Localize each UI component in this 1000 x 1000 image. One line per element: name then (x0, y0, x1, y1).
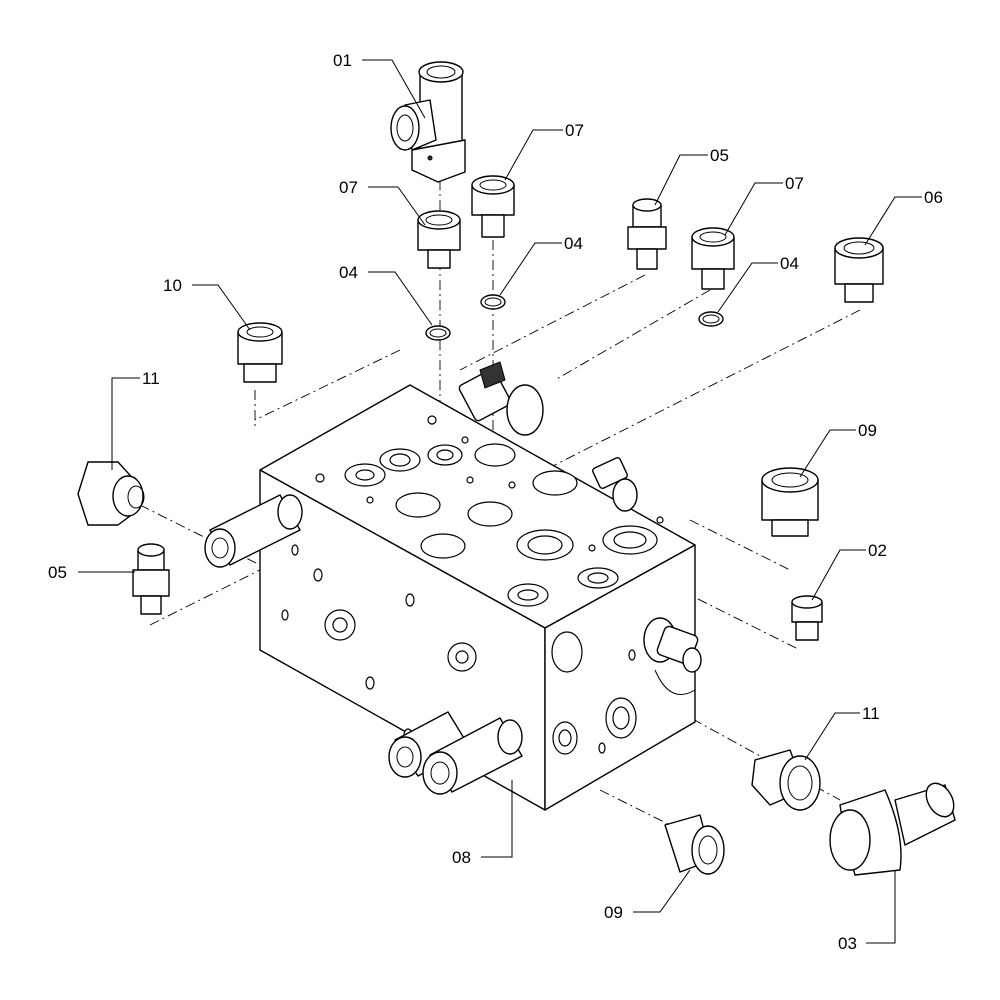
part-04-oring-a (425, 325, 451, 341)
callout-11-left: 11 (142, 369, 160, 388)
callout-05-top: 05 (710, 146, 729, 165)
callout-07-left: 07 (339, 178, 358, 197)
part-05-fitting-left (132, 543, 170, 615)
callout-09-right: 09 (858, 421, 877, 440)
solenoid-connector (592, 456, 638, 512)
part-06-fitting (834, 237, 884, 303)
manifold-block (259, 384, 696, 811)
callout-labels: 01 07 07 05 07 06 04 04 04 10 11 09 05 0… (48, 51, 943, 953)
part-07-fitting-a (417, 210, 461, 269)
part-04-oring-b (480, 294, 506, 310)
part-07-fitting-c (691, 227, 735, 290)
leader-lines (78, 59, 922, 944)
cartridge-left (204, 494, 303, 568)
callout-07-right: 07 (785, 174, 804, 193)
part-09-fitting-right (761, 467, 819, 537)
part-11-fitting-right (751, 749, 821, 811)
part-10-fitting (237, 322, 283, 383)
part-04-oring-c (698, 311, 724, 327)
callout-09-bottom: 09 (604, 903, 623, 922)
part-11-fitting-left (77, 461, 145, 526)
callout-05-left: 05 (48, 563, 67, 582)
callout-07-top: 07 (565, 121, 584, 140)
cartridge-bottom-b (422, 717, 523, 795)
callout-04-right: 04 (780, 254, 799, 273)
callout-04-left: 04 (339, 263, 358, 282)
solenoid-coil (458, 361, 544, 436)
callout-03: 03 (838, 934, 857, 953)
callout-01: 01 (333, 51, 352, 70)
part-09-fitting-bottom (664, 814, 725, 875)
part-01-tee-fitting (390, 61, 466, 183)
part-02-fitting (791, 595, 823, 641)
callout-04-middle: 04 (564, 234, 583, 253)
callout-10: 10 (163, 276, 182, 295)
callout-08: 08 (452, 848, 471, 867)
part-07-fitting-b (471, 175, 515, 238)
callout-06: 06 (924, 188, 943, 207)
callout-11-right: 11 (862, 704, 880, 723)
part-03-elbow (829, 782, 956, 876)
right-face-valve (643, 617, 702, 695)
callout-02: 02 (868, 541, 887, 560)
part-05-fitting-top (627, 198, 667, 270)
